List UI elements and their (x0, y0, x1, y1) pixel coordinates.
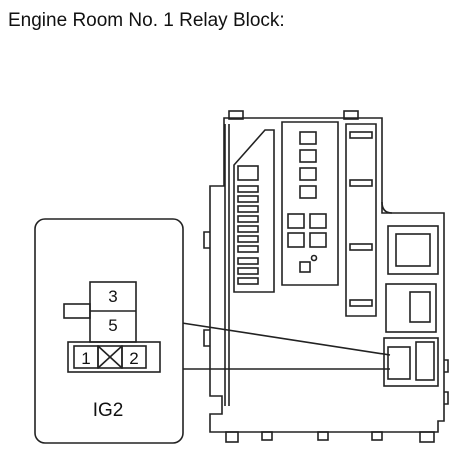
relay-socket-ig2 (383, 337, 439, 387)
pin-1-label: 1 (81, 349, 90, 368)
right-slot-column (345, 123, 377, 317)
connector-side-latch (63, 303, 91, 319)
pin-3-label: 3 (108, 287, 117, 306)
connector-bottom-housing (67, 341, 161, 373)
relay-name-label: IG2 (93, 400, 124, 421)
relay-block-housing (209, 117, 445, 433)
pin-2-label: 2 (129, 349, 138, 368)
pin-5-label: 5 (108, 316, 117, 335)
pin-2-cell (121, 345, 147, 369)
fuse-column (233, 129, 275, 293)
relay-socket-upper (387, 225, 439, 275)
relay-socket-middle (385, 283, 437, 333)
diagram-title: Engine Room No. 1 Relay Block: (8, 10, 285, 31)
relay-callout-box (34, 218, 184, 444)
center-fuse-area (281, 121, 339, 286)
